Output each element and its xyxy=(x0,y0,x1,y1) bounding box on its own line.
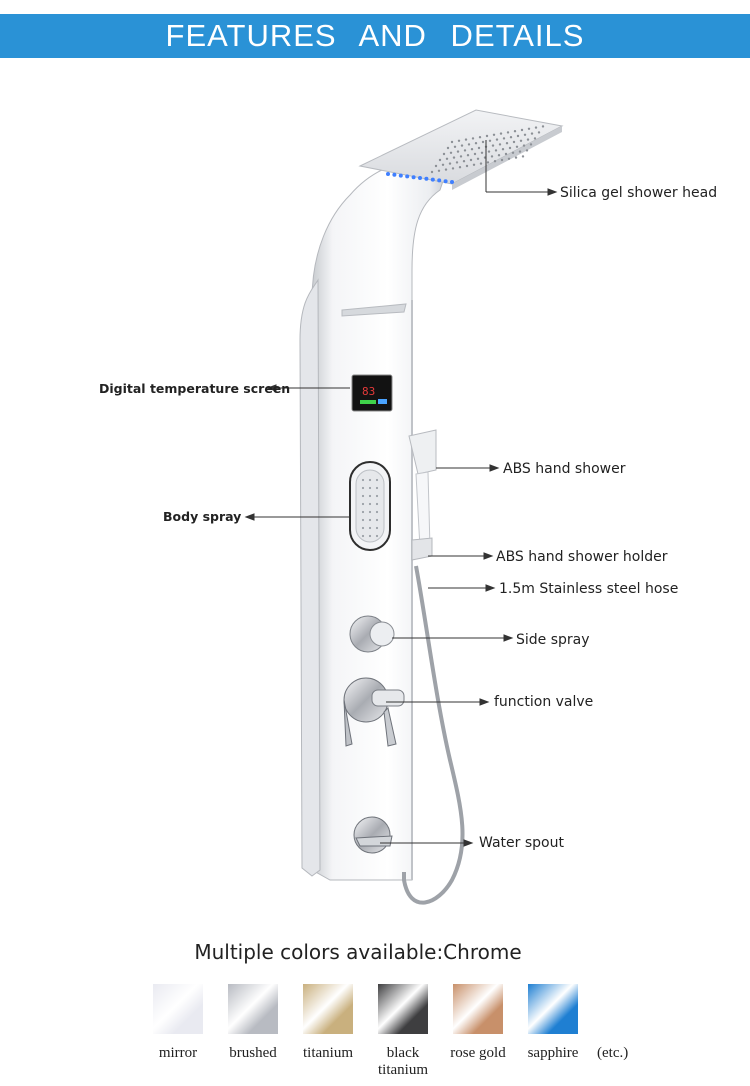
hand-shower xyxy=(408,429,437,549)
colors-etc: (etc.) xyxy=(597,1045,629,1061)
callout-function-valve: function valve xyxy=(494,694,594,710)
temperature-display: 83 xyxy=(351,374,393,412)
swatch-black-titanium xyxy=(378,984,428,1034)
side-spray-knob xyxy=(349,615,395,653)
swatch-label-rose-gold: rose gold xyxy=(450,1045,506,1061)
callout-body-spray: Body spray xyxy=(163,509,242,524)
led-strip xyxy=(386,172,454,184)
callout-lines xyxy=(244,140,558,847)
callout-water-spout: Water spout xyxy=(479,835,564,851)
swatch-label-mirror: mirror xyxy=(158,1045,198,1061)
swatch-rose-gold xyxy=(453,984,503,1034)
swatch-brushed xyxy=(228,984,278,1034)
callout-hand-shower: ABS hand shower xyxy=(503,461,626,477)
callout-hose: 1.5m Stainless steel hose xyxy=(499,581,679,597)
swatch-label-sapphire: sapphire xyxy=(527,1045,579,1061)
rain-shower-head xyxy=(358,109,564,190)
page-title: FEATURES AND DETAILS xyxy=(165,18,585,53)
waterfall-outlet xyxy=(341,303,407,317)
swatch-mirror xyxy=(153,984,203,1034)
body-spray-jet xyxy=(349,461,391,551)
swatch-label-black-titanium: black titanium xyxy=(378,1045,428,1078)
stainless-hose xyxy=(402,565,465,905)
callout-shower-head: Silica gel shower head xyxy=(560,185,718,201)
swatch-titanium xyxy=(303,984,353,1034)
swatch-label-titanium: titanium xyxy=(303,1045,353,1061)
callout-hand-shower-holder: ABS hand shower holder xyxy=(496,549,668,565)
swatch-sapphire xyxy=(528,984,578,1034)
colors-heading: Multiple colors available:Chrome xyxy=(194,940,522,964)
swatch-label-brushed: brushed xyxy=(229,1045,277,1061)
header-banner: FEATURES AND DETAILS xyxy=(0,14,750,58)
hand-shower-holder xyxy=(411,537,433,561)
callout-side-spray: Side spray xyxy=(516,632,590,648)
callout-temperature-screen: Digital temperature screen xyxy=(99,381,291,396)
shower-nozzles xyxy=(430,125,545,174)
temperature-reading: 83 xyxy=(362,385,375,398)
